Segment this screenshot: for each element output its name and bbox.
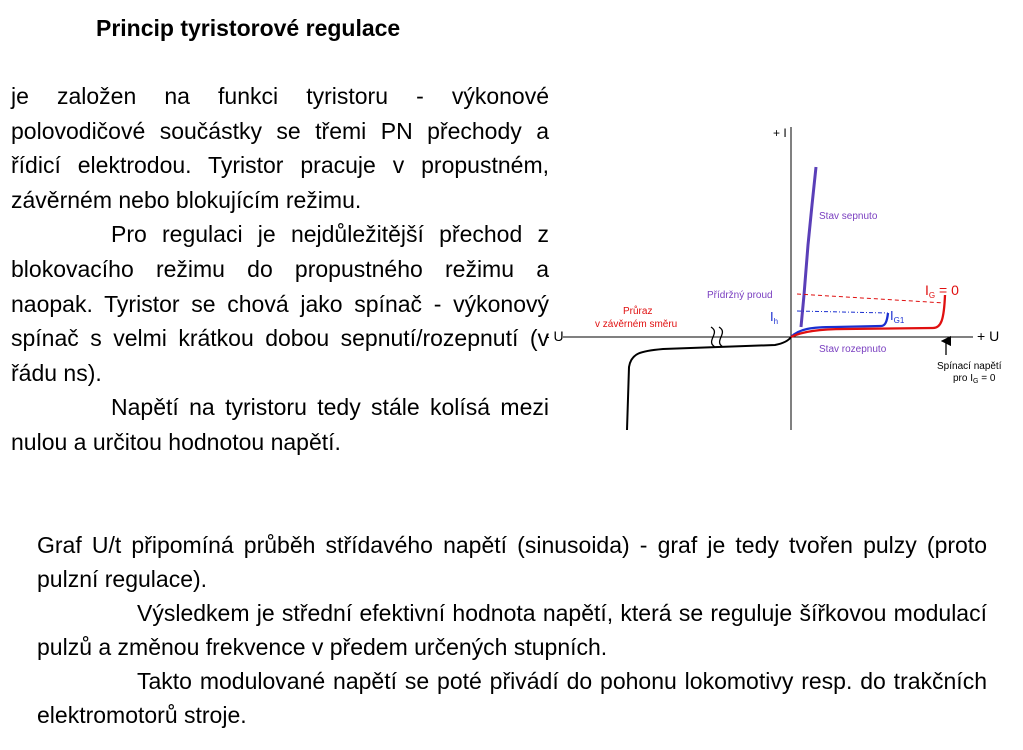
pridrzny-proud-label: Přídržný proud: [707, 290, 773, 301]
ih-label: Ih: [770, 309, 778, 326]
pruraz-label-line2: v závěrném směru: [595, 319, 677, 330]
ig0-curve: [790, 294, 947, 339]
left-text-column: je založen na funkci tyristoru - výkonov…: [11, 79, 549, 460]
axis-break-mark: [710, 326, 724, 348]
spinaci-label-line2: pro IG = 0: [953, 373, 996, 385]
reverse-curve: [626, 336, 792, 431]
thyristor-va-diagram: + I + U - U Stav sepnuto Přídržný proud …: [545, 126, 1002, 431]
paragraph-modulated: Takto modulované napětí se poté přivádí …: [37, 668, 987, 728]
axis-x-pos-label: + U: [977, 328, 999, 344]
paragraph-graph: Graf U/t připomíná průběh střídavého nap…: [37, 532, 987, 592]
paragraph-voltage: Napětí na tyristoru tedy stále kolísá me…: [11, 394, 549, 455]
ig0-dashed: [796, 293, 946, 304]
axis-y-label: + I: [773, 126, 787, 140]
on-state-curve: [799, 166, 818, 328]
ig1-dashed: [796, 310, 889, 314]
pruraz-label-line1: Průraz: [623, 305, 652, 317]
axis-x-neg-label: - U: [545, 328, 564, 344]
page-title: Princip tyristorové regulace: [96, 15, 401, 41]
paragraph-regulation: Pro regulaci je nejdůležitější přechod z…: [11, 221, 549, 386]
ig1-curve: [790, 312, 890, 338]
stav-sepnuto-label: Stav sepnuto: [819, 211, 878, 222]
spinaci-label-line1: Spínací napětí: [937, 361, 1002, 372]
paragraph-result: Výsledkem je střední efektivní hodnota n…: [37, 600, 987, 660]
ig0-label: IG = 0: [925, 282, 959, 300]
paragraph-intro: je založen na funkci tyristoru - výkonov…: [11, 83, 549, 213]
bottom-text-block: Graf U/t připomíná průběh střídavého nap…: [37, 528, 987, 732]
ig1-label: IG1: [890, 308, 905, 325]
stav-rozepnuto-label: Stav rozepnuto: [819, 344, 887, 355]
